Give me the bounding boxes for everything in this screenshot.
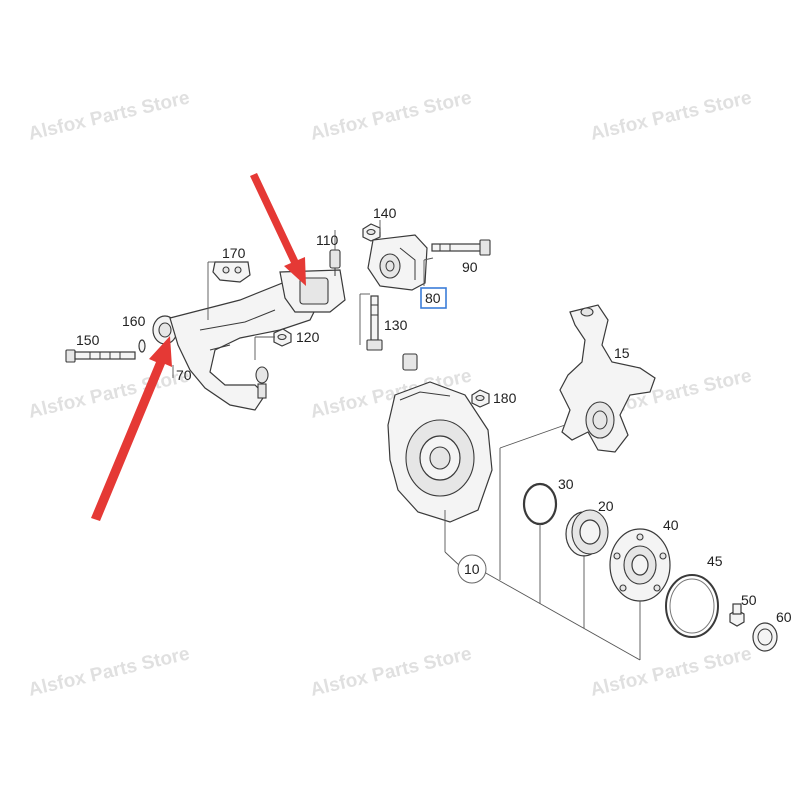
red-arrow-lower xyxy=(91,336,172,521)
callout-60: 60 xyxy=(776,609,792,625)
part-20-wheel-bearing xyxy=(565,509,609,557)
part-10-hub-carrier xyxy=(387,353,493,523)
part-30-snap-ring xyxy=(522,482,558,526)
red-arrow-upper xyxy=(250,173,306,286)
callout-70: 70 xyxy=(176,367,192,383)
callout-180: 180 xyxy=(493,390,517,406)
callout-20: 20 xyxy=(598,498,614,514)
callout-45: 45 xyxy=(707,553,723,569)
callout-30: 30 xyxy=(558,476,574,492)
part-110-bracket-bushing xyxy=(279,249,346,313)
part-150-bolt xyxy=(65,339,146,363)
callout-10: 10 xyxy=(464,561,480,577)
callout-110: 110 xyxy=(316,232,339,248)
watermark-4: Alsfox Parts Store xyxy=(26,365,191,423)
watermarks: Alsfox Parts Store Alsfox Parts Store Al… xyxy=(26,87,753,701)
part-140-nut xyxy=(362,223,381,242)
part-50-bolt xyxy=(729,603,745,627)
watermark-9: Alsfox Parts Store xyxy=(588,643,753,701)
watermark-3: Alsfox Parts Store xyxy=(588,87,753,145)
callout-15: 15 xyxy=(614,345,630,361)
callout-120: 120 xyxy=(296,329,320,345)
part-90-bolt xyxy=(431,239,491,256)
callout-130: 130 xyxy=(384,317,408,333)
callouts: 150 160 170 110 120 70 140 90 130 80 15 … xyxy=(76,205,792,625)
part-60-cap xyxy=(752,622,778,652)
part-45-seal-ring xyxy=(665,574,719,638)
leader-lines xyxy=(172,220,641,661)
part-180-bolt xyxy=(471,389,490,408)
callout-150: 150 xyxy=(76,332,100,348)
callout-160: 160 xyxy=(122,313,146,329)
part-40-hub-flange xyxy=(609,528,671,602)
callout-50: 50 xyxy=(741,592,757,608)
callout-140: 140 xyxy=(373,205,397,221)
part-130-bolt xyxy=(366,295,383,351)
part-120-nut xyxy=(273,328,292,347)
part-80-bushing-mount xyxy=(367,234,428,291)
callout-80: 80 xyxy=(425,290,441,306)
part-160-bushing xyxy=(152,315,178,345)
callout-40: 40 xyxy=(663,517,679,533)
watermark-7: Alsfox Parts Store xyxy=(26,643,191,701)
watermark-1: Alsfox Parts Store xyxy=(26,87,191,145)
callout-90: 90 xyxy=(462,259,478,275)
callout-170: 170 xyxy=(222,245,246,261)
watermark-8: Alsfox Parts Store xyxy=(308,643,473,701)
part-15-steering-knuckle xyxy=(559,304,656,453)
part-170-clip xyxy=(212,261,251,283)
callout-80-highlight xyxy=(420,287,447,309)
callout-10-circle xyxy=(457,554,487,584)
watermark-2: Alsfox Parts Store xyxy=(308,87,473,145)
red-arrows xyxy=(91,173,306,521)
